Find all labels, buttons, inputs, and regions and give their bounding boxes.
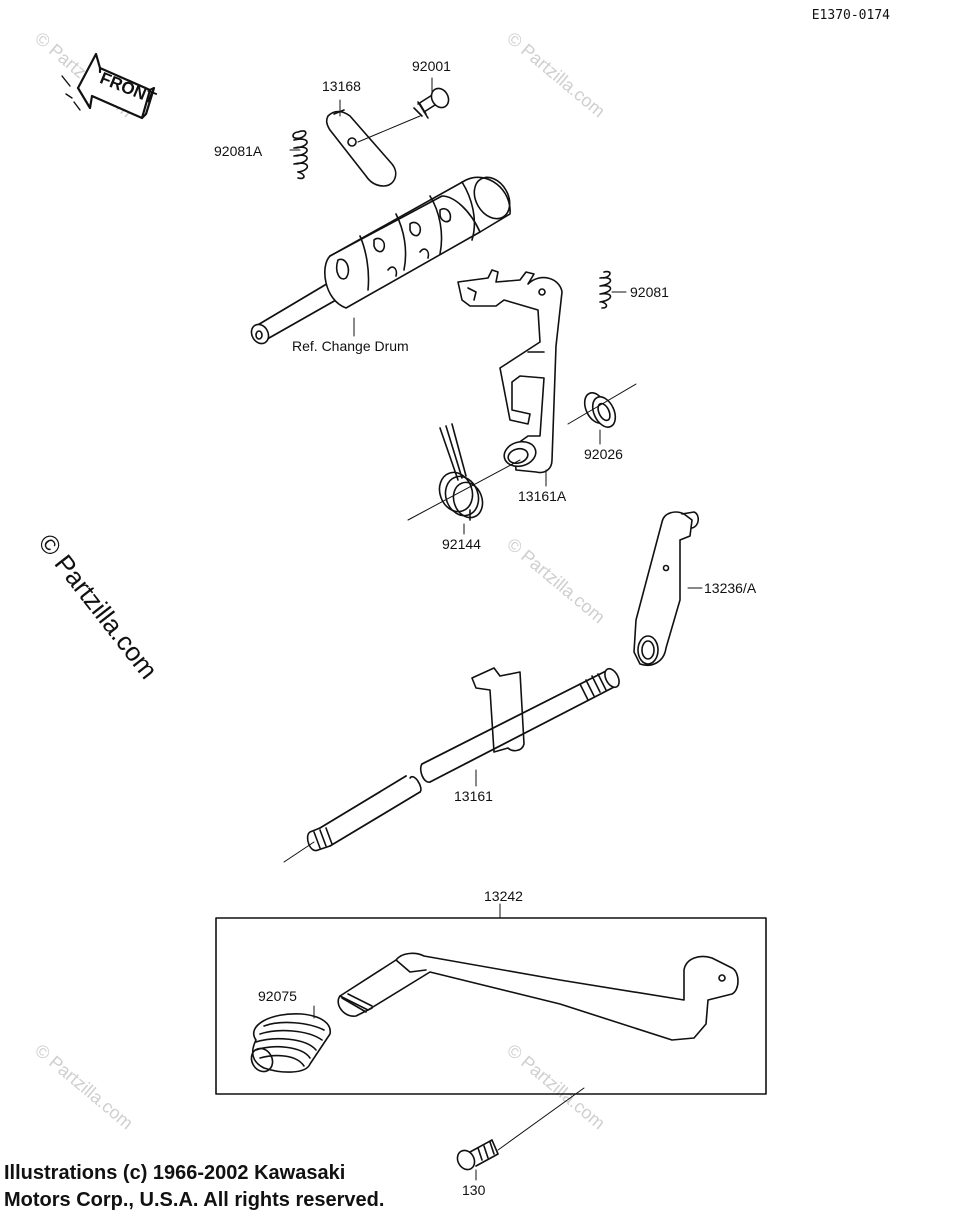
part-label-92001: 92001 [412,58,451,74]
part-label-130: 130 [462,1182,486,1198]
part-label-92075: 92075 [258,988,297,1004]
part-label-13168: 13168 [322,78,361,94]
spring-92144 [438,423,484,521]
part-label-92081: 92081 [630,284,669,300]
spring-92081 [599,270,612,309]
front-arrow-icon: FRONT [61,52,159,120]
arm-13161a [457,269,563,474]
copyright-notice: Illustrations (c) 1966-2002 Kawasaki Mot… [4,1160,384,1214]
arm-13236 [633,511,700,666]
pedal-13242 [337,952,739,1041]
copyright-line: Illustrations (c) 1966-2002 Kawasaki [4,1162,346,1184]
bolt-130 [456,1139,499,1171]
drawing-code: E1370-0174 [811,8,890,23]
part-label-92026: 92026 [584,446,623,462]
screw-92001 [413,87,450,119]
part-label-13242: 13242 [484,888,523,904]
copyright-line: Motors Corp., U.S.A. All rights reserved… [4,1189,385,1211]
pedal-assembly-box [215,917,767,1095]
part-label-13161a: 13161A [518,488,567,504]
part-label-92144: 92144 [442,536,481,552]
rubber-92075 [250,1013,331,1073]
shaft-13161 [283,667,620,863]
part-label-92081a: 92081A [214,143,263,159]
spring-92081a [292,130,309,180]
part-label-13236: 13236/A [704,580,757,596]
part-label-13161: 13161 [454,788,493,804]
plate-13168 [325,109,397,187]
change-drum [250,176,511,345]
part-label-ref-change-drum: Ref. Change Drum [292,338,409,354]
collar-92026 [583,392,617,428]
